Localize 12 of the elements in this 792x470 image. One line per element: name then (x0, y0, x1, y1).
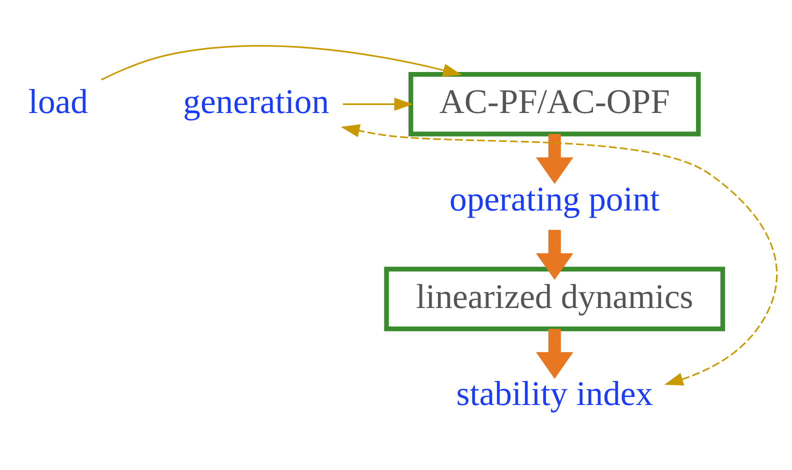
node-text: load (28, 82, 88, 121)
arrow (342, 98, 414, 111)
node-text: stability index (456, 375, 653, 414)
arrow (536, 134, 574, 184)
node-box: linearized dynamics (384, 266, 726, 332)
arrow (101, 45, 462, 80)
node-text: generation (183, 82, 329, 121)
node-box: AC-PF/AC-OPF (408, 72, 701, 136)
arrow (536, 328, 574, 379)
arrow (536, 230, 574, 280)
arrow (340, 124, 778, 386)
node-text: operating point (450, 180, 660, 218)
